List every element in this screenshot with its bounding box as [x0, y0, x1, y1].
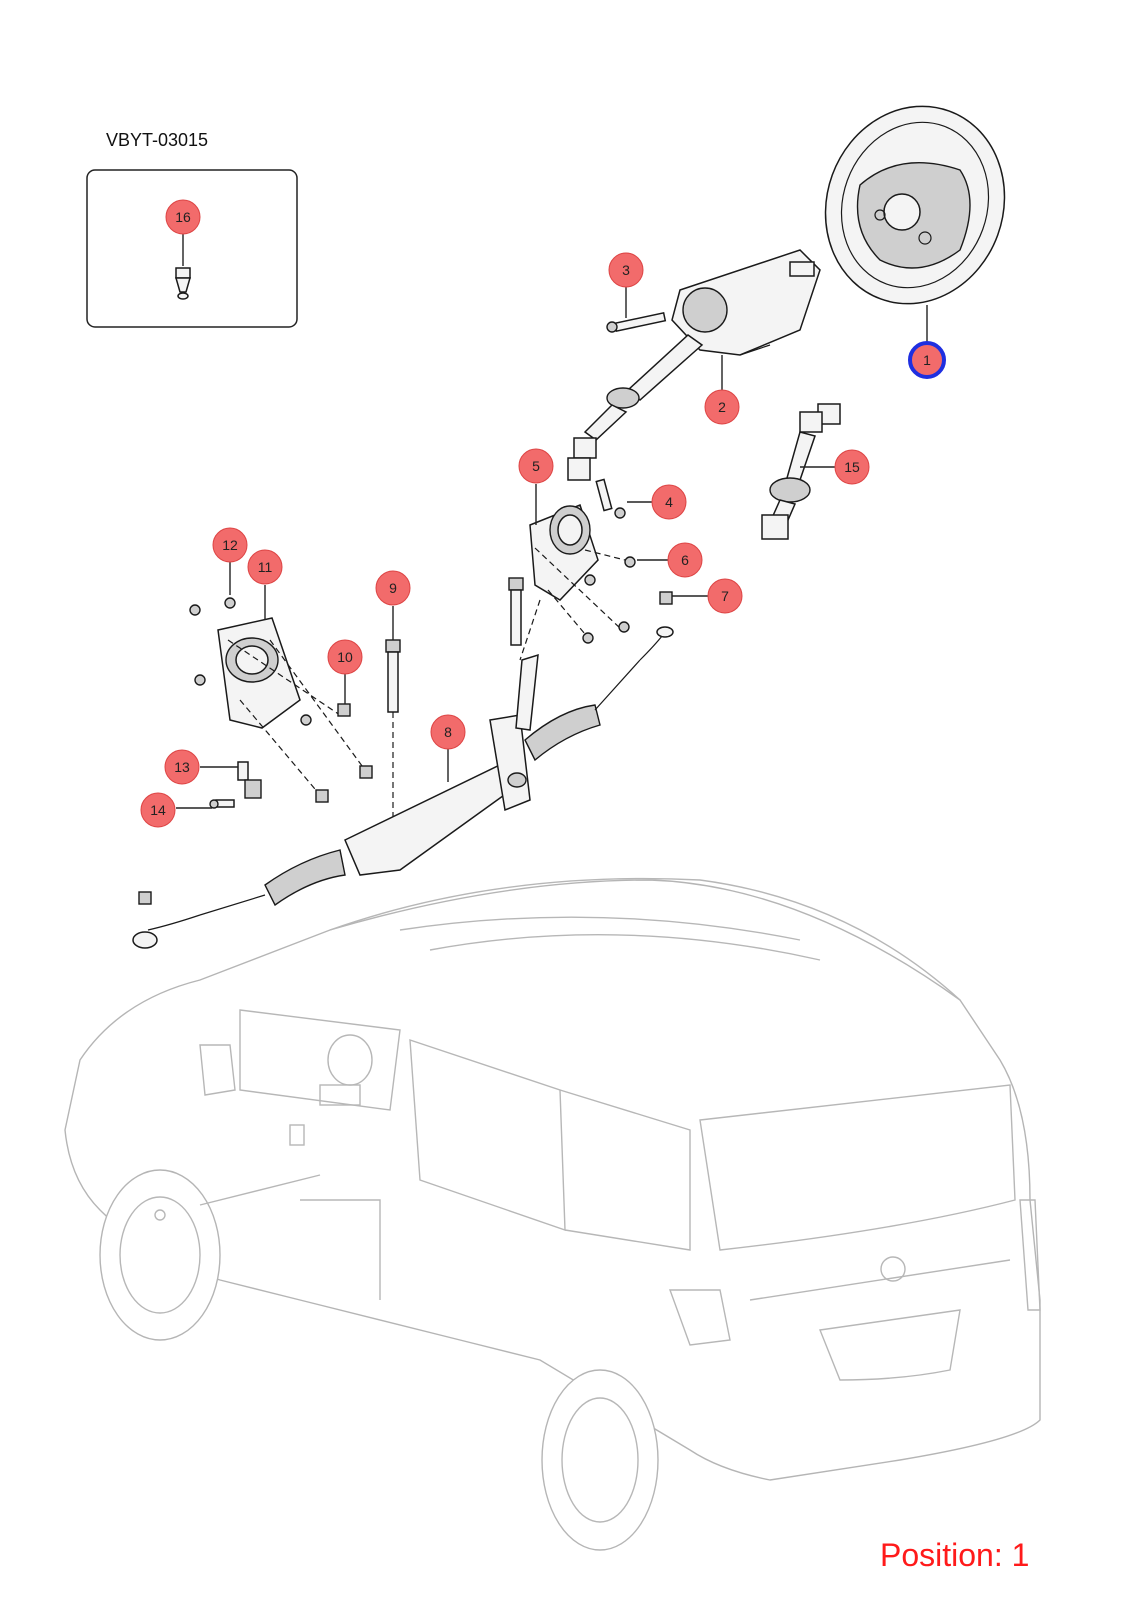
callout-label: 9	[389, 580, 397, 596]
callout-label: 12	[222, 537, 238, 553]
callout-label: 14	[150, 802, 166, 818]
callout-label: 8	[444, 724, 452, 740]
callout-circle[interactable]	[164, 749, 200, 785]
inset-box	[86, 169, 298, 328]
callout-label: 10	[337, 649, 353, 665]
sensor-part[interactable]	[237, 761, 262, 799]
callout-circle[interactable]	[908, 341, 946, 379]
callout-5[interactable]: 5	[518, 448, 554, 484]
callout-label: 15	[844, 459, 860, 475]
callout-circle[interactable]	[704, 389, 740, 425]
tie-rod-nut-part[interactable]	[659, 591, 673, 605]
callout-label: 5	[532, 458, 540, 474]
rack-mount-bolt-upper-part[interactable]	[508, 577, 524, 646]
callout-label: 6	[681, 552, 689, 568]
callout-4[interactable]: 4	[651, 484, 687, 520]
callout-1[interactable]: 1	[908, 341, 946, 379]
callout-circle[interactable]	[667, 542, 703, 578]
van-outline	[64, 877, 1041, 1551]
callout-circle[interactable]	[518, 448, 554, 484]
callout-7[interactable]: 7	[707, 578, 743, 614]
callout-label: 13	[174, 759, 190, 775]
callout-12[interactable]: 12	[212, 527, 248, 563]
callout-16[interactable]: 16	[165, 199, 201, 235]
callout-8[interactable]: 8	[430, 714, 466, 750]
callout-3[interactable]: 3	[608, 252, 644, 288]
position-label: Position: 1	[880, 1537, 1030, 1573]
callout-label: 2	[718, 399, 726, 415]
sensor-screw-part[interactable]	[209, 799, 235, 809]
callout-11[interactable]: 11	[247, 549, 283, 585]
callout-2[interactable]: 2	[704, 389, 740, 425]
callout-circle[interactable]	[165, 199, 201, 235]
callout-circle[interactable]	[834, 449, 870, 485]
steering-column-part[interactable]	[567, 249, 821, 481]
callout-label: 11	[258, 559, 273, 575]
callout-6[interactable]: 6	[667, 542, 703, 578]
callout-14[interactable]: 14	[140, 792, 176, 828]
callout-label: 3	[622, 262, 630, 278]
callout-circle[interactable]	[247, 549, 283, 585]
steering-wheel-part[interactable]	[798, 81, 1032, 329]
callout-circle[interactable]	[430, 714, 466, 750]
shaft-pinch-bolt-part[interactable]	[595, 478, 626, 519]
bracket-bolt-part[interactable]	[315, 703, 373, 803]
rack-mount-bolt-part[interactable]	[385, 639, 401, 713]
callout-label: 4	[665, 494, 673, 510]
dash-boot-seal-part[interactable]	[529, 504, 599, 601]
clip-fastener-part[interactable]	[175, 267, 191, 300]
callout-circle[interactable]	[375, 570, 411, 606]
intermediate-shaft-part[interactable]	[761, 403, 841, 540]
callout-label: 1	[923, 352, 931, 368]
reference-code: VBYT-03015	[106, 130, 209, 150]
callout-circle[interactable]	[707, 578, 743, 614]
callout-13[interactable]: 13	[164, 749, 200, 785]
callout-label: 7	[721, 588, 729, 604]
callout-circle[interactable]	[140, 792, 176, 828]
callout-circle[interactable]	[327, 639, 363, 675]
callout-9[interactable]: 9	[375, 570, 411, 606]
callout-circle[interactable]	[212, 527, 248, 563]
column-bolt-part[interactable]	[606, 312, 667, 333]
callout-circle[interactable]	[608, 252, 644, 288]
bracket-nut-part[interactable]	[189, 597, 312, 726]
callout-10[interactable]: 10	[327, 639, 363, 675]
callout-15[interactable]: 15	[834, 449, 870, 485]
boot-nut-part[interactable]	[582, 556, 636, 644]
callout-label: 16	[175, 209, 191, 225]
dash-bracket-part[interactable]	[217, 617, 301, 729]
callout-circle[interactable]	[651, 484, 687, 520]
steering-rack-part[interactable]	[132, 626, 674, 949]
